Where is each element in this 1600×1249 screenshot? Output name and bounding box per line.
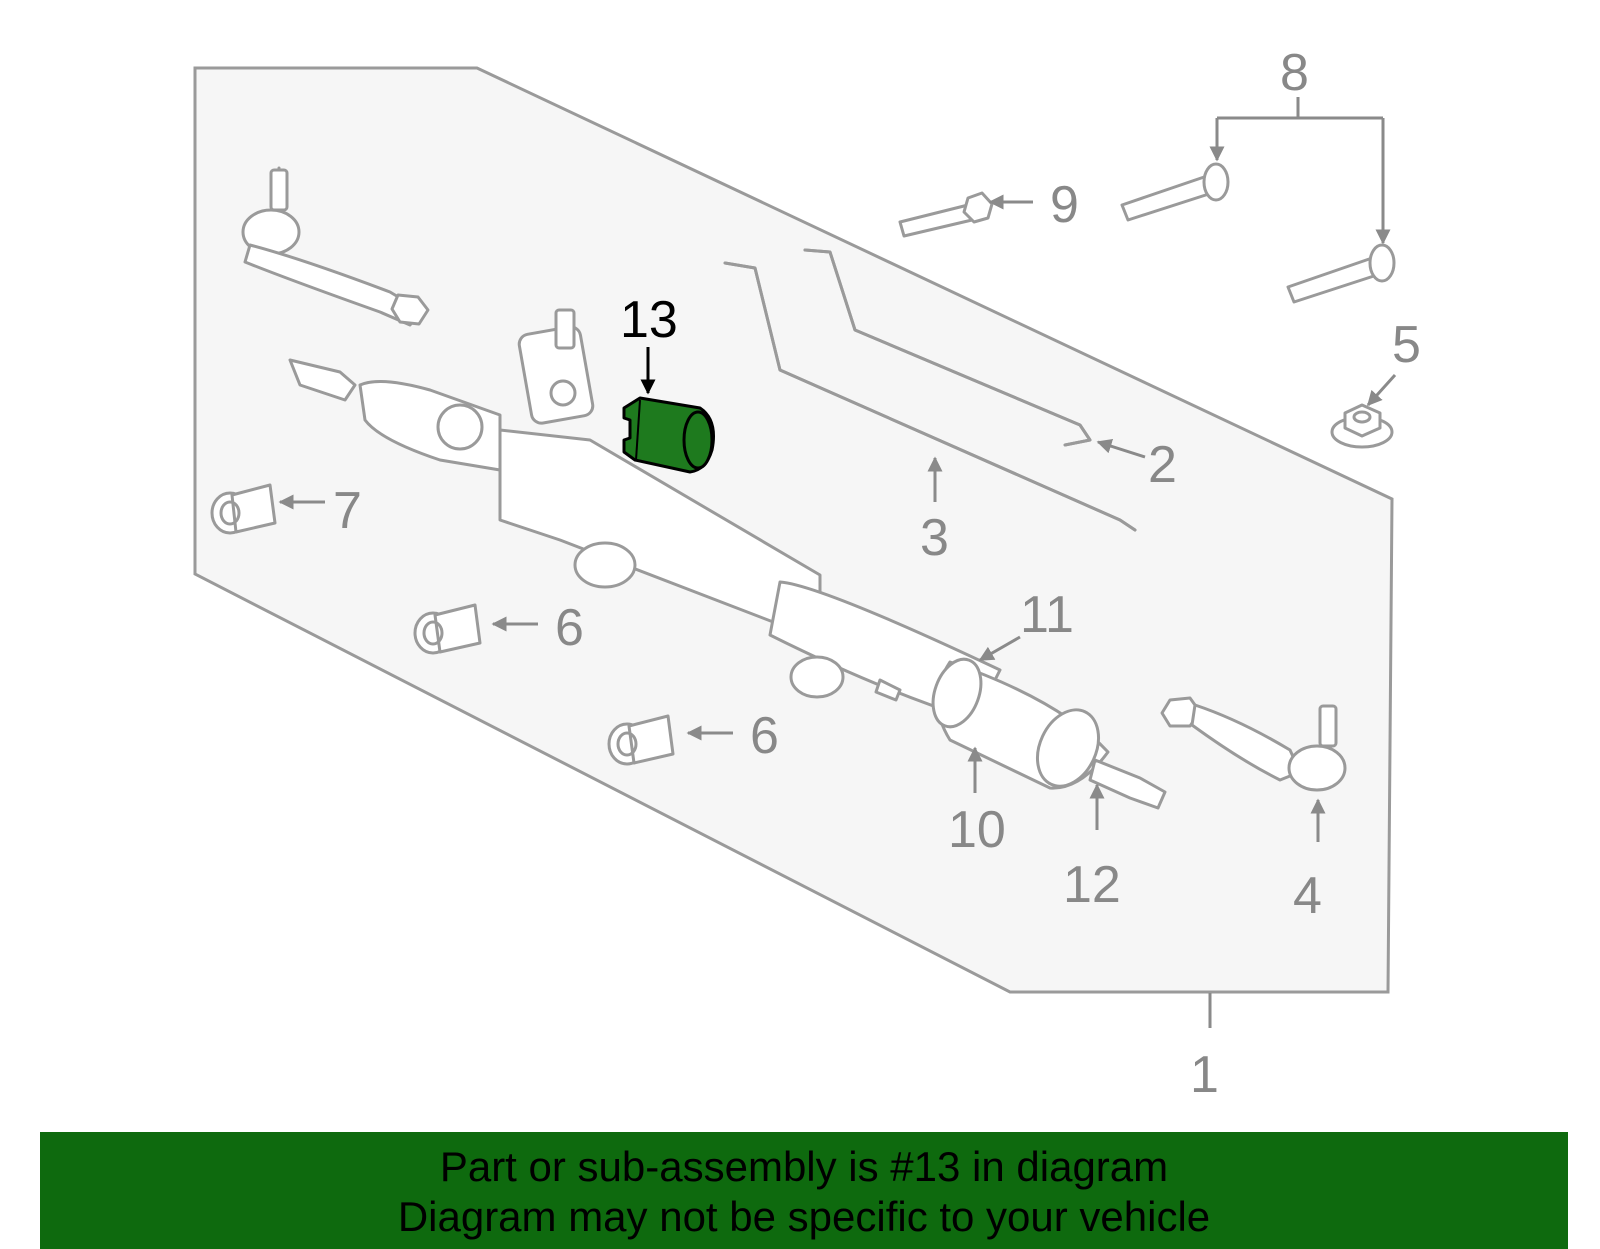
callout-8: 8 — [1280, 44, 1309, 102]
plug-6-upper — [413, 603, 482, 655]
plug-7 — [210, 483, 277, 535]
assembly-panel — [193, 66, 1394, 994]
callout-11: 11 — [1020, 586, 1074, 644]
callout-6-lower: 6 — [750, 707, 779, 765]
callout-10: 10 — [948, 801, 1006, 859]
banner-line-2: Diagram may not be specific to your vehi… — [397, 1193, 1211, 1240]
highlighted-part-13 — [622, 396, 715, 474]
callout-7: 7 — [333, 482, 362, 540]
banner-line-1: Part or sub-assembly is #13 in diagram — [439, 1143, 1169, 1190]
plug-6-lower — [607, 714, 675, 766]
callout-13: 13 — [620, 291, 678, 349]
left-tie-rod-end — [241, 166, 430, 327]
info-banner: Part or sub-assembly is #13 in diagram D… — [40, 1132, 1568, 1249]
callout-4: 4 — [1293, 867, 1322, 925]
right-tie-rod-end — [1160, 696, 1347, 792]
pressure-lines — [723, 248, 1137, 532]
callout-5: 5 — [1392, 316, 1421, 374]
callout-2: 2 — [1148, 436, 1177, 494]
callout-3: 3 — [920, 509, 949, 567]
callout-1: 1 — [1190, 1046, 1219, 1104]
mounting-bolts — [898, 162, 1396, 304]
steering-rack — [288, 308, 1167, 810]
callout-labels: 1 2 3 4 5 6 6 7 8 9 10 11 12 13 — [333, 44, 1421, 1104]
hex-nut — [1330, 403, 1394, 449]
callout-12: 12 — [1063, 856, 1121, 914]
leader-lines — [278, 97, 1397, 1028]
callout-9: 9 — [1050, 176, 1079, 234]
callout-6-upper: 6 — [555, 599, 584, 657]
